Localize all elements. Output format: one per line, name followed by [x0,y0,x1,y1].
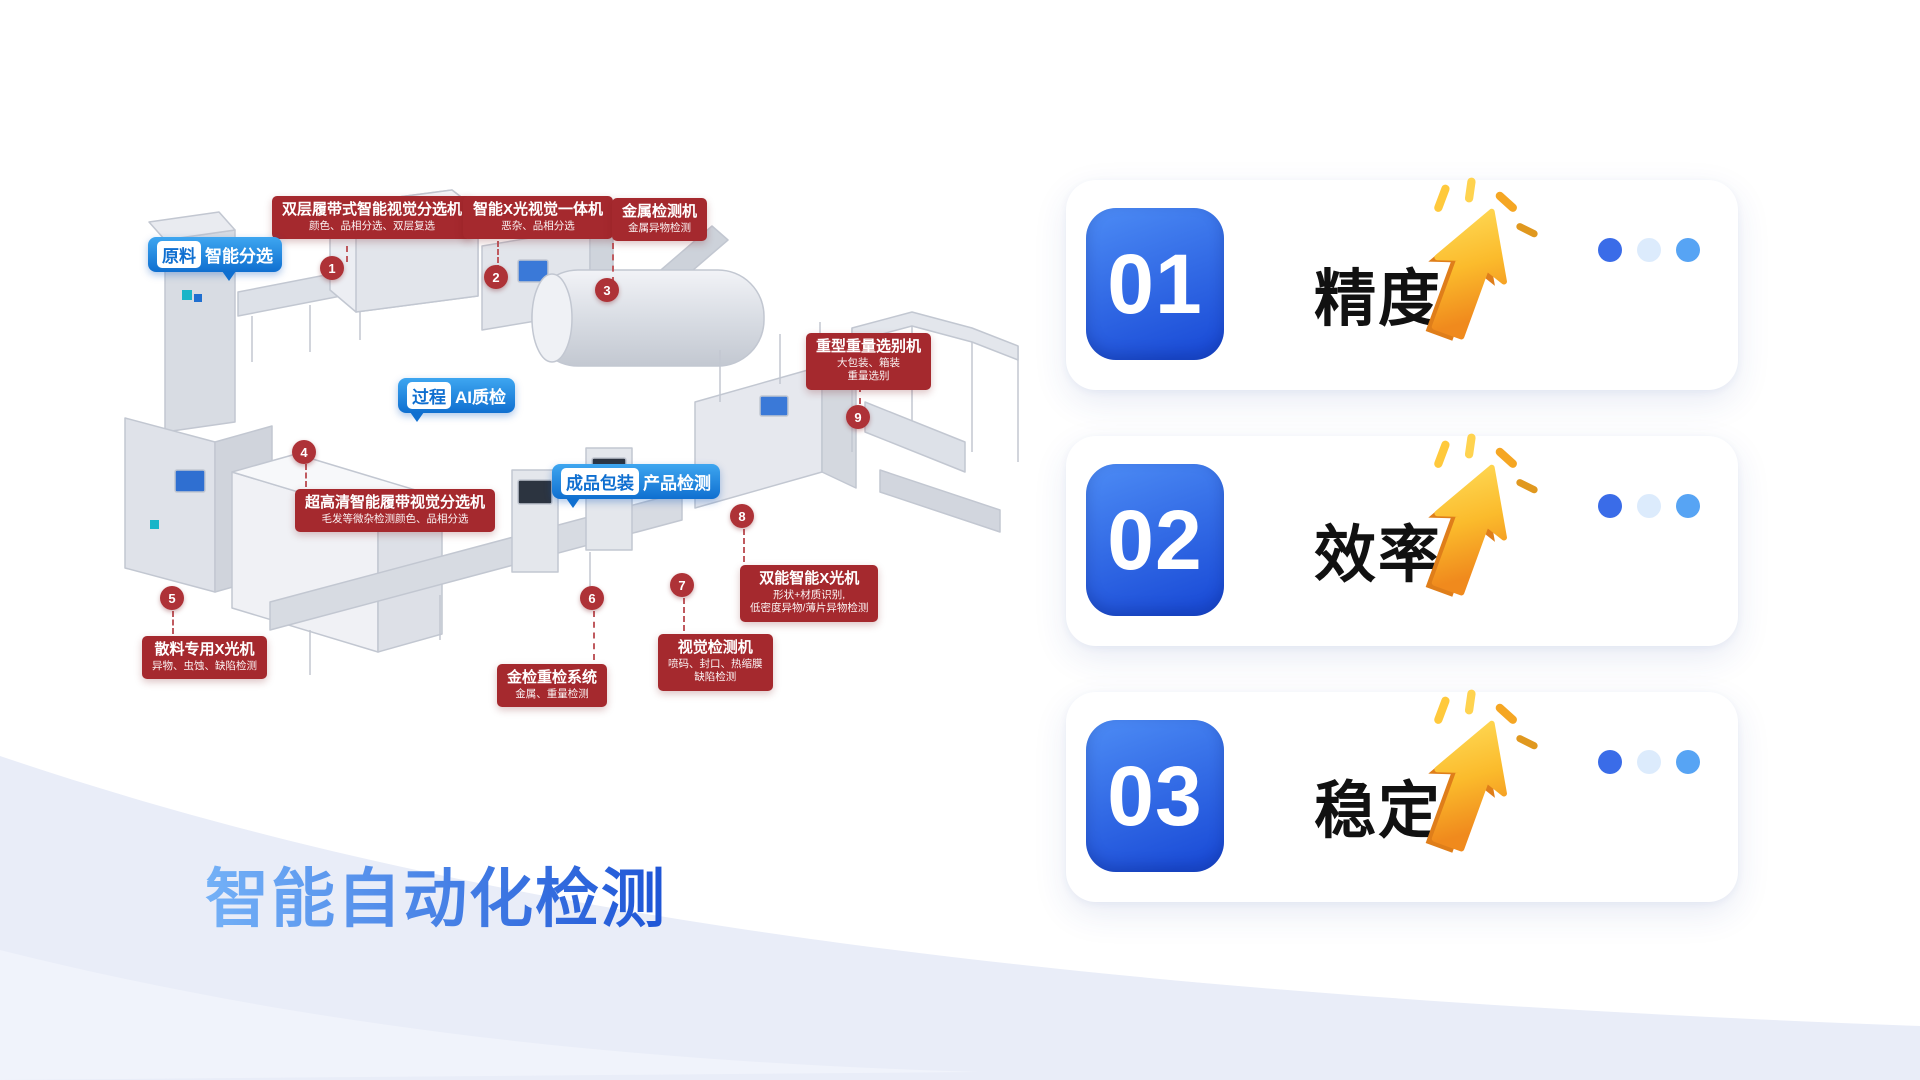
machine-label-desc: 形状+材质识别, [773,588,846,601]
connector-line [743,529,745,562]
stage-arrow-icon [222,271,236,281]
machine-marker-5: 5 [160,586,184,610]
machine-label-1: 双层履带式智能视觉分选机 颜色、品相分选、双层复选 [272,196,473,240]
connector-line [859,386,861,404]
connector-line [346,246,348,262]
dot-icon [1637,238,1661,262]
machine-label-2: 智能X光视觉一体机 恶杂、品相分选 [463,196,614,240]
connector-line [593,611,595,660]
connector-line [305,464,307,487]
machine-marker-1: 1 [320,256,344,280]
machine-label-desc: 异物、虫蚀、缺陷检测 [152,659,257,672]
production-line-illustration [124,189,1019,675]
feature-label: 精度 [1314,265,1443,334]
cursor-arrow-icon [1425,433,1538,597]
stage-rest: 产品检测 [643,474,711,493]
accent-dots [1598,238,1700,262]
machine-marker-3: 3 [595,278,619,302]
feature-label: 效率 [1314,521,1443,590]
feature-number-badge: 02 [1086,464,1224,616]
machine-label-8: 双能智能X光机 形状+材质识别, 低密度异物/薄片异物检测 [740,565,879,623]
cursor-arrow-icon [1425,689,1538,853]
connector-line [612,243,614,283]
machine-label-title: 金属检测机 [622,203,698,220]
connector-line [172,611,174,634]
machine-label-desc: 重量选别 [847,370,890,383]
page-title: 智能自动化检测 [205,848,667,940]
connector-line [497,241,499,271]
machine-label-desc: 低密度异物/薄片异物检测 [750,602,869,615]
machine-label-7: 视觉检测机 喷码、封口、热缩膜 缺陷检测 [658,634,773,692]
machine-label-title: 金检重检系统 [507,669,598,686]
dot-icon [1676,750,1700,774]
machine-marker-6: 6 [580,586,604,610]
machine-label-3: 金属检测机 金属异物检测 [612,198,708,242]
machine-marker-8: 8 [730,504,754,528]
dot-icon [1637,494,1661,518]
machine-label-title: 散料专用X光机 [154,641,255,658]
dot-icon [1598,238,1622,262]
machine-label-desc: 恶杂、品相分选 [501,219,575,232]
machine-label-title: 双能智能X光机 [759,570,860,587]
stage-chip: 成品包装 [561,468,639,495]
stage-arrow-icon [410,412,424,422]
machine-label-title: 视觉检测机 [677,639,753,656]
stage-chip: 原料 [157,241,201,268]
cursor-arrow-icon [1425,177,1538,341]
machine-label-5: 散料专用X光机 异物、虫蚀、缺陷检测 [142,636,267,680]
stage-chip: 过程 [407,382,451,409]
machine-label-desc: 金属、重量检测 [515,687,589,700]
machine-label-6: 金检重检系统 金属、重量检测 [497,664,608,708]
machine-marker-4: 4 [292,440,316,464]
machine-label-9: 重型重量选别机 大包装、箱装 重量选别 [806,333,932,391]
connector-line [683,598,685,631]
dot-icon [1598,494,1622,518]
machine-label-desc: 喷码、封口、热缩膜 [668,657,763,670]
machine-marker-7: 7 [670,573,694,597]
machine-marker-2: 2 [484,265,508,289]
machine-label-desc: 缺陷检测 [694,671,737,684]
stage-label-finished-package: 成品包装产品检测 [552,464,720,508]
machine-label-title: 重型重量选别机 [816,338,922,355]
feature-card-stability: 03 稳定 [1066,689,1738,902]
dot-icon [1598,750,1622,774]
machine-label-desc: 颜色、品相分选、双层复选 [309,219,435,232]
feature-number: 03 [1107,748,1203,843]
stage-label-raw-material: 原料智能分选 [148,237,282,281]
dot-icon [1637,750,1661,774]
feature-card-efficiency: 02 效率 [1066,433,1738,646]
dot-icon [1676,494,1700,518]
feature-number: 01 [1107,236,1203,331]
feature-number: 02 [1107,492,1203,587]
machine-label-title: 双层履带式智能视觉分选机 [282,201,463,218]
machine-label-desc: 毛发等微杂检测颜色、品相分选 [321,512,469,525]
machine-label-title: 智能X光视觉一体机 [473,201,604,218]
feature-card-precision: 01 精度 [1066,177,1738,390]
stage-arrow-icon [566,498,580,508]
machine-label-title: 超高清智能履带视觉分选机 [305,494,486,511]
feature-label: 稳定 [1314,777,1443,846]
machine-label-desc: 金属异物检测 [628,221,691,234]
feature-number-badge: 01 [1086,208,1224,360]
stage-rest: 智能分选 [205,247,273,266]
machine-label-desc: 大包装、箱装 [837,356,900,369]
machine-label-4: 超高清智能履带视觉分选机 毛发等微杂检测颜色、品相分选 [295,489,496,533]
feature-number-badge: 03 [1086,720,1224,872]
machine-marker-9: 9 [846,405,870,429]
dot-icon [1676,238,1700,262]
stage-rest: AI质检 [455,388,506,407]
accent-dots [1598,494,1700,518]
accent-dots [1598,750,1700,774]
